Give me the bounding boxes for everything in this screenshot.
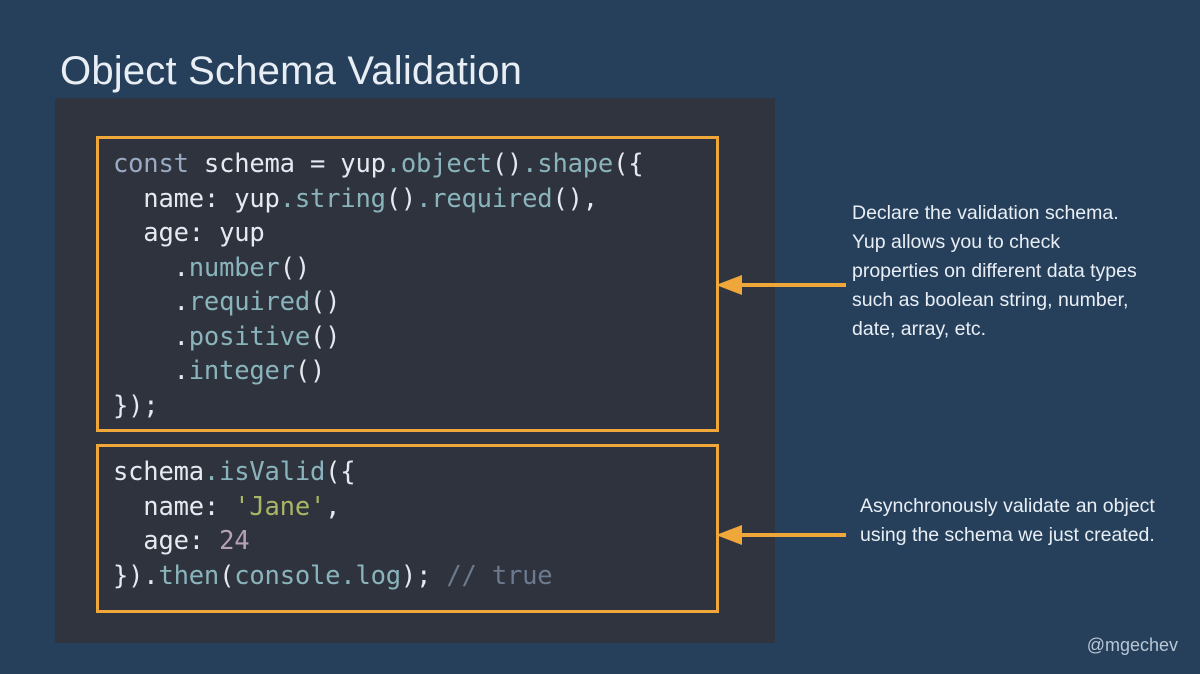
code-token: () (491, 149, 523, 179)
code-token: (), (552, 183, 598, 214)
code-token: () (309, 321, 341, 352)
code-token: ({ (325, 457, 356, 487)
code-token: . (113, 356, 189, 386)
code-token: . (113, 287, 189, 317)
code-text-isvalid: schema.isValid({ name: 'Jane', age: 24 }… (113, 455, 702, 593)
arrow-left-icon (716, 274, 846, 296)
code-token: () (279, 252, 311, 283)
code-token: // true (446, 560, 553, 591)
code-text-schema: const schema = yup.object().shape({ name… (113, 147, 702, 423)
code-token: .object (385, 149, 492, 179)
code-token: positive (188, 321, 310, 352)
code-token: . (113, 252, 189, 283)
code-token: 24 (219, 526, 250, 556)
code-token: age: yup (113, 218, 265, 248)
code-token: }). (113, 560, 159, 591)
author-handle-watermark: @mgechev (1086, 635, 1178, 655)
code-token: then (158, 560, 220, 591)
code-token: schema = yup (188, 149, 386, 179)
code-token: , (325, 491, 341, 522)
code-token: .isValid (203, 457, 326, 487)
code-token: const (113, 149, 189, 179)
code-token: . (113, 321, 189, 352)
code-token: required (188, 287, 310, 317)
code-token: () (309, 287, 341, 317)
code-token: () (385, 183, 417, 214)
code-block-isvalid: schema.isValid({ name: 'Jane', age: 24 }… (96, 444, 719, 613)
code-token: 'Jane' (234, 491, 326, 522)
code-token: console.log (234, 560, 401, 591)
code-token: number (188, 252, 280, 283)
code-panel: const schema = yup.object().shape({ name… (55, 98, 775, 643)
arrow-left-icon (716, 524, 846, 546)
code-block-schema: const schema = yup.object().shape({ name… (96, 136, 719, 432)
code-token: .shape (522, 149, 614, 179)
code-token: ); (400, 560, 447, 591)
code-token: }); (113, 390, 159, 421)
annotation-schema: Declare the validation schema. Yup allow… (852, 202, 1137, 340)
annotation-isvalid: Asynchronously validate an object using … (860, 495, 1155, 546)
code-token: name: yup (113, 183, 280, 214)
code-token: .string (279, 183, 386, 214)
code-token: name: (113, 491, 235, 522)
code-token: age: (113, 526, 220, 556)
code-token: () (294, 356, 326, 386)
page-title: Object Schema Validation (60, 48, 523, 93)
code-token: ({ (613, 149, 644, 179)
code-token: .required (416, 183, 553, 214)
code-token: integer (188, 356, 295, 386)
code-token: schema (113, 457, 204, 487)
code-token: ( (219, 560, 235, 591)
